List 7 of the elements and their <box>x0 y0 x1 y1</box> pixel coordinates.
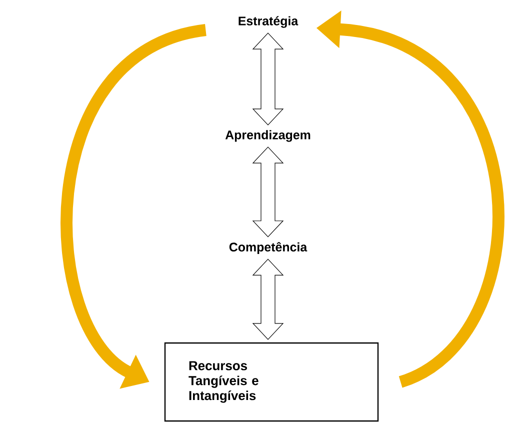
stage-label: Estratégia <box>238 16 298 28</box>
stage-label: Aprendizagem <box>225 130 310 142</box>
resource-box: Recursos Tangíveis e Intangíveis <box>164 342 379 422</box>
double-arrow <box>252 258 284 340</box>
stage-label: Competência <box>229 242 308 254</box>
double-arrow <box>252 146 284 238</box>
double-arrow <box>252 32 284 126</box>
